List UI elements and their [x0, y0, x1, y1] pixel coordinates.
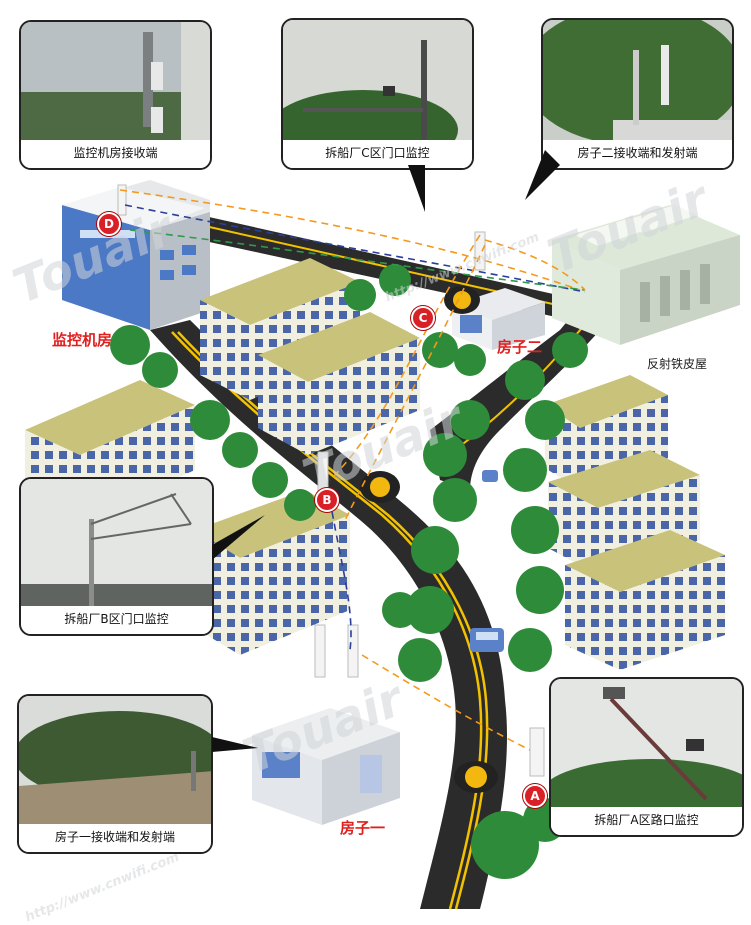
reflective-roof-label: 反射铁皮屋: [647, 357, 708, 371]
photo-image: [21, 479, 212, 610]
photo-image: [283, 20, 472, 144]
wireless-links: [119, 189, 586, 751]
photo-caption: 拆船厂C区门口监控: [283, 140, 472, 168]
photo-image: [543, 20, 732, 144]
photo-house-one-antennas: 房子一接收端和发射端: [17, 694, 213, 854]
photo-caption: 监控机房接收端: [21, 140, 210, 168]
photo-house-two-antennas: 房子二接收端和发射端: [541, 18, 734, 170]
marker-d: D: [97, 212, 121, 236]
photo-caption: 拆船厂A区路口监控: [551, 807, 742, 835]
photo-zone-a-intersection-camera: 拆船厂A区路口监控: [549, 677, 744, 837]
photo-control-room-receiver: 监控机房接收端: [19, 20, 212, 170]
house-one-label: 房子一: [340, 819, 386, 837]
photo-caption: 拆船厂B区门口监控: [21, 606, 212, 634]
marker-a: A: [523, 784, 547, 808]
photo-zone-b-gate-camera: 拆船厂B区门口监控: [19, 477, 214, 636]
photo-zone-c-gate-camera: 拆船厂C区门口监控: [281, 18, 474, 170]
photo-image: [21, 22, 210, 144]
photo-image: [551, 679, 742, 811]
marker-b: B: [315, 488, 339, 512]
photo-caption: 房子二接收端和发射端: [543, 140, 732, 168]
vehicles: [470, 470, 504, 652]
house-two-label: 房子二: [497, 338, 543, 356]
photo-image: [19, 696, 211, 828]
photo-caption: 房子一接收端和发射端: [19, 824, 211, 852]
trees: [110, 264, 588, 879]
control-room-label: 监控机房: [52, 331, 113, 349]
marker-c: C: [411, 306, 435, 330]
devices: [117, 184, 545, 793]
